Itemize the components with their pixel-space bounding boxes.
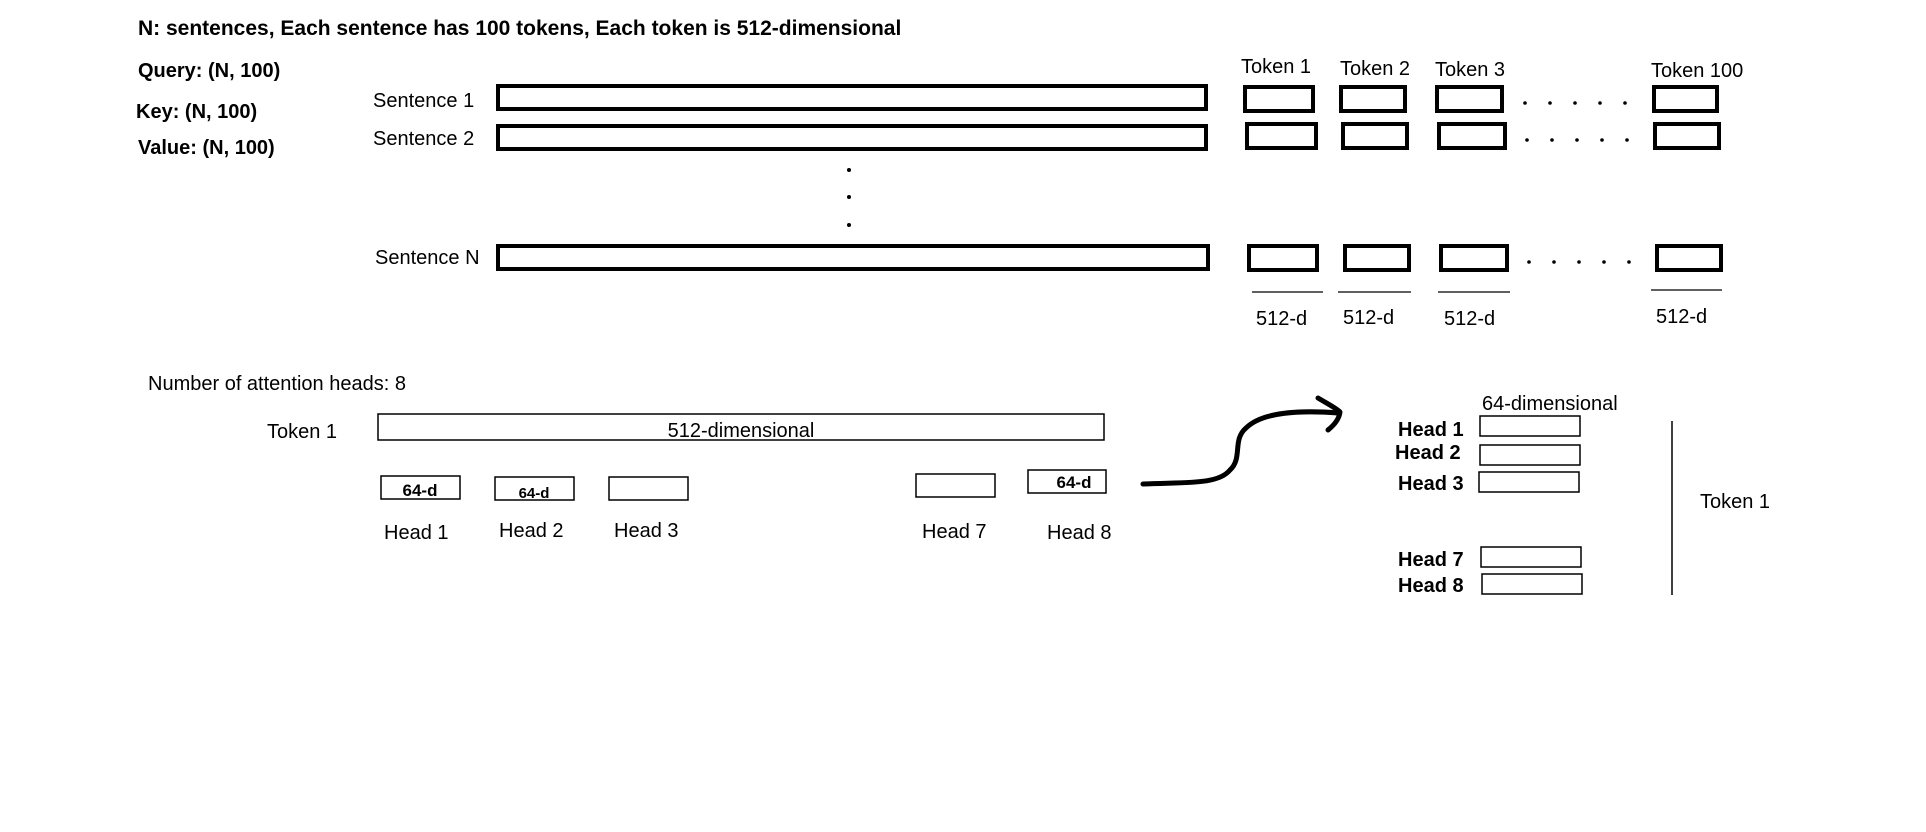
stacked-head-box-8 xyxy=(1481,573,1583,595)
key-shape-label: Key: (N, 100) xyxy=(136,101,257,123)
head-label-3: Head 3 xyxy=(614,520,679,542)
dim-label-100: 512-d xyxy=(1656,306,1707,328)
token-box xyxy=(1243,85,1315,113)
head-chunk-2 xyxy=(494,476,575,501)
head-label-2: Head 2 xyxy=(499,520,564,542)
token-header-1: Token 1 xyxy=(1241,56,1311,78)
sentence-label-2: Sentence 2 xyxy=(373,128,474,150)
head-label-7: Head 7 xyxy=(922,521,987,543)
dim-label-2: 512-d xyxy=(1343,307,1394,329)
vertical-ellipsis-dot xyxy=(847,168,851,172)
dim-label-3: 512-d xyxy=(1444,308,1495,330)
token-box xyxy=(1435,85,1504,113)
head-token-label: Token 1 xyxy=(267,421,337,443)
sentence-bar-n xyxy=(496,244,1210,271)
stacked-head-label-3: Head 3 xyxy=(1398,473,1464,495)
head-count-label: Number of attention heads: 8 xyxy=(148,373,406,395)
head-label-8: Head 8 xyxy=(1047,522,1112,544)
stacked-token-label: Token 1 xyxy=(1700,491,1770,513)
stacked-head-label-2: Head 2 xyxy=(1395,442,1461,464)
stacked-head-box-3 xyxy=(1478,471,1580,493)
query-shape-label: Query: (N, 100) xyxy=(138,60,280,82)
token-box xyxy=(1245,122,1318,150)
curved-arrow-icon xyxy=(1140,395,1343,487)
token-512-bar-label: 512-dimensional xyxy=(668,420,815,442)
stacked-title: 64-dimensional xyxy=(1482,393,1618,415)
token-box xyxy=(1341,122,1409,150)
stacked-head-label-8: Head 8 xyxy=(1398,575,1464,597)
value-shape-label: Value: (N, 100) xyxy=(138,137,275,159)
head-chunk-7 xyxy=(915,473,996,498)
head-chunk-1 xyxy=(380,475,461,500)
dim-label-1: 512-d xyxy=(1256,308,1307,330)
stacked-head-box-2 xyxy=(1479,444,1581,466)
head-chunk-8-label: 64-d xyxy=(1057,473,1092,492)
token-box xyxy=(1652,85,1719,113)
sentence-label-1: Sentence 1 xyxy=(373,90,474,112)
head-chunk-2-label: 64-d xyxy=(519,485,550,502)
token-box xyxy=(1343,244,1411,272)
token-box xyxy=(1247,244,1319,272)
sentence-bar-1 xyxy=(496,84,1208,111)
stacked-head-box-1 xyxy=(1479,415,1581,437)
vertical-ellipsis-dot xyxy=(847,195,851,199)
token-box xyxy=(1437,122,1507,150)
token-box xyxy=(1339,85,1407,113)
stacked-head-box-7 xyxy=(1480,546,1582,568)
horizontal-ellipsis xyxy=(1527,260,1631,264)
vertical-ellipsis-dot xyxy=(847,223,851,227)
token-header-2: Token 2 xyxy=(1340,58,1410,80)
token-header-3: Token 3 xyxy=(1435,59,1505,81)
horizontal-ellipsis xyxy=(1525,138,1629,142)
stacked-head-label-7: Head 7 xyxy=(1398,549,1464,571)
token-box xyxy=(1439,244,1509,272)
head-label-1: Head 1 xyxy=(384,522,449,544)
horizontal-ellipsis xyxy=(1523,101,1627,105)
head-chunk-3 xyxy=(608,476,689,501)
head-chunk-1-label: 64-d xyxy=(403,481,438,500)
token-header-100: Token 100 xyxy=(1651,60,1743,82)
token-box xyxy=(1655,244,1723,272)
token-512-bar xyxy=(377,413,1105,441)
stacked-head-label-1: Head 1 xyxy=(1398,419,1464,441)
head-chunk-8 xyxy=(1027,469,1107,494)
token-box xyxy=(1653,122,1721,150)
sentence-label-n: Sentence N xyxy=(375,247,480,269)
header-title: N: sentences, Each sentence has 100 toke… xyxy=(138,17,901,40)
sentence-bar-2 xyxy=(496,124,1208,151)
